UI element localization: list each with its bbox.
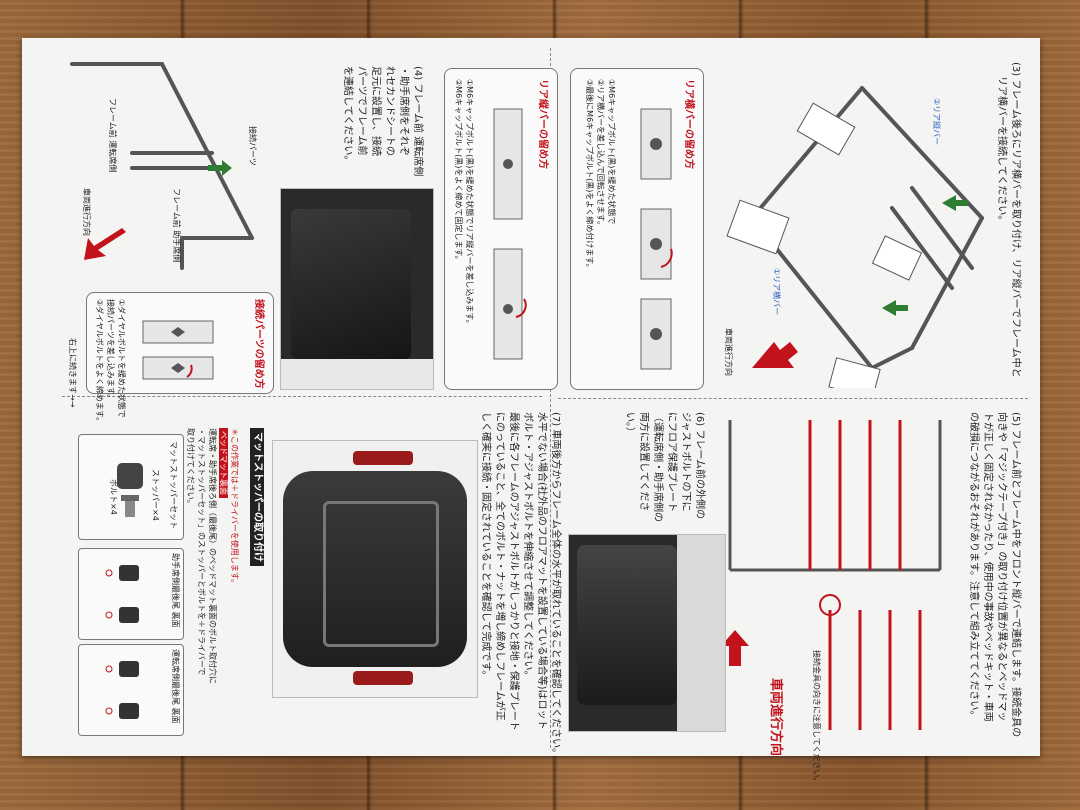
step4-line-4: 足元に設置し、接続 (370, 66, 381, 156)
row-divider-left (62, 396, 542, 397)
frame-front-passenger-label: フレーム前 助手席側 (172, 188, 181, 263)
driver-rear-back-diagram: 運転席側最後尾 裏面 (78, 644, 184, 736)
rear-horizontal-step-3: ③最後にM6キャップボルト(黒)をよく締め付けます。 (585, 79, 594, 272)
step5-line-3: トが正しく固定されなかったり、使用中の事故やベッドキット・車両 (982, 412, 993, 722)
stopper-count: ストッパー×4 (151, 469, 160, 521)
connector-step-3: ②ダイヤルボルトをよく締めます。 (95, 299, 104, 426)
step7-line-4: 最後に各フレームのアジャストボルトがしっかりと接地・保護プレート (508, 412, 519, 731)
mat-stopper-set-box: マットストッパーセット ストッパー×4 ボルト×4 (78, 434, 184, 540)
rear-horizontal-fix-box: リア横バーの留め方 ①M6キャップボルト(黒)を緩めた状態で ②リア横バーを差し… (570, 68, 704, 390)
rear-horizontal-fix-diagram (640, 108, 673, 370)
step5-text: (5) フレーム前とフレーム中をフロント縦バーで連結します。接続金具の 向きや「… (966, 412, 1022, 737)
mat-line-1: 運転席・助手席後ろ側（最後尾）のベッドマット裏面のボルト取付穴に (208, 428, 217, 684)
step7-line-1: (7) 車両後方からフレーム全体の水平が取れていることを確認してください。 (550, 412, 561, 759)
step6-line-2: ジャストボルトの下に (680, 412, 691, 512)
row-divider-right (558, 398, 1028, 399)
mat-stopper-title: マットストッパーの取り付け (250, 428, 264, 566)
step4-line-1: (4) フレーム前 運転席側 (412, 66, 423, 177)
connector-step-2: 接続パーツを差し込みます。 (106, 299, 115, 403)
step6-line-5: 両方に設置してくださ (638, 412, 649, 512)
mat-line-2: ・マットストッパーセット」のストッパーとボルトを＋ドライバーで (197, 428, 206, 676)
step5-line-4: の破損につながるおそれがあります。注意して組み立ててください。 (968, 412, 979, 721)
step6-line-1: (6) フレーム前の外側の (694, 412, 705, 520)
step7-line-3: ボルト・アジャストボルトを伸縮させて調整してください。 (522, 412, 533, 681)
rear-vertical-fix-diagram (493, 108, 527, 360)
rear-horizontal-step-2: ②リア横バーを差し込んで回転させます。 (596, 79, 605, 229)
rear-horizontal-step-1: ①M6キャップボルト(黒)を緩めた状態で (607, 79, 616, 225)
mat-note: ＊この作業では＋ドライバーを使用します。 (230, 428, 239, 588)
step6-line-3: にフロア保護プレート (666, 412, 677, 512)
step3-frame-diagram (726, 86, 984, 388)
step6-text: (6) フレーム前の外側の ジャストボルトの下に にフロア保護プレート （運転席… (622, 412, 706, 522)
step4-line-3: れセカンドシートの (384, 66, 395, 156)
floor-protection-plate-photo (568, 534, 726, 732)
passenger-rear-back-diagram: 助手席側最後尾 裏面 (78, 548, 184, 640)
driver-rear-back-label: 運転席側最後尾 裏面 (171, 649, 180, 724)
step6-line-6: い。） (624, 412, 635, 437)
car-interior-photo-front (280, 188, 434, 390)
rear-horizontal-fix-steps: ①M6キャップボルト(黒)を緩めた状態で ②リア横バーを差し込んで回転させます。… (584, 79, 617, 272)
frame-front-driver-label: フレーム前 運転席側 (108, 98, 117, 173)
mat-tag: ベッドマット裏面 (219, 428, 228, 498)
step4-direction-label: 車両進行方向 (82, 188, 91, 236)
mat-line-3: 取り付けてください。 (186, 428, 195, 508)
continue-label: 右上に続きます→→ (68, 338, 77, 408)
step5-line-1: (5) フレーム前とフレーム中をフロント縦バーで連結します。接続金具の (1010, 412, 1021, 738)
step4-frame-diagram (70, 62, 254, 270)
connector-fix-box: 接続パーツの留め方 ①ダイヤルボルトを緩めた状態で 接続パーツを差し込みます。 … (86, 292, 274, 425)
step3-title: (3) フレーム後ろにリア横バーを取り付け、リア縦バーでフレーム中と (1010, 62, 1021, 378)
step7-line-6: しく確実に接続・固定されていることを確認して完成です。 (480, 412, 491, 681)
mat-stopper-set-title: マットストッパーセット (169, 441, 178, 529)
instruction-sheet: (3) フレーム後ろにリア横バーを取り付け、リア縦バーでフレーム中と リア横バー… (22, 38, 1040, 786)
step6-line-4: （運転席側・助手席側の (652, 412, 663, 522)
step4-line-2: ・助手席側をそれぞ (398, 66, 409, 156)
car-rear-bed-frame-photo (272, 440, 478, 698)
connector-fix-steps: ①ダイヤルボルトを緩めた状態で 接続パーツを差し込みます。 ②ダイヤルボルトをよ… (94, 299, 127, 425)
column-divider (550, 48, 551, 748)
step5-warning: 接続金具の向きに注意してください。 (812, 650, 821, 786)
rear-vertical-fix-steps: ①M6キャップボルト(黒)を緩めた状態でリア縦バーを差し込みます。 ②M6キャッ… (453, 79, 475, 328)
step4-text: (4) フレーム前 運転席側 ・助手席側をそれぞ れセカンドシートの 足元に設置… (340, 66, 424, 176)
connector-fix-diagram (142, 320, 214, 380)
step3-label-rear-horizontal: ①リア横バー (772, 268, 781, 316)
step4-line-5: パーツでフレーム前 (356, 66, 367, 156)
step5-line-2: 向きや「マジックテープ付き」の取り付け位置が異なるとベッドマッ (996, 412, 1007, 722)
connector-part-label: 接続パーツ (248, 126, 257, 166)
rear-vertical-step-2: ②M6キャップボルト(黒)をよく締めて固定します。 (454, 79, 463, 264)
rear-vertical-fix-box: リア縦バーの留め方 ①M6キャップボルト(黒)を緩めた状態でリア縦バーを差し込み… (444, 68, 558, 390)
rear-vertical-step-1: ①M6キャップボルト(黒)を緩めた状態でリア縦バーを差し込みます。 (465, 79, 474, 328)
connector-step-1: ①ダイヤルボルトを緩めた状態で (117, 299, 126, 418)
passenger-rear-back-label: 助手席側最後尾 裏面 (171, 553, 180, 628)
connector-fix-title: 接続パーツの留め方 (253, 299, 264, 389)
stopper-and-bolt-icon (117, 463, 143, 517)
step5-direction-label: 車両進行方向 (768, 678, 783, 757)
step3-label-rear-vertical: ②リア縦バー (932, 98, 941, 146)
direction-arrow (752, 342, 798, 368)
step5-frame-diagram (721, 420, 942, 730)
step3-direction-label: 車両進行方向 (724, 328, 733, 376)
step7-line-5: にのっていること、全てのボルト・ナットを増し締めしフレームが正 (494, 412, 505, 721)
mat-stopper-text: ＊この作業では＋ドライバーを使用します。 ベッドマット裏面 運転席・助手席後ろ側… (185, 428, 240, 684)
step4-line-6: を連結してください。 (342, 66, 353, 166)
bolt-count: ボルト×4 (109, 479, 118, 515)
step7-text: (7) 車両後方からフレーム全体の水平が取れていることを確認してください。 水平… (478, 412, 562, 758)
step7-line-2: 水平でない場合(社外品のフロアマットを設置している場合等)はロット (536, 412, 547, 730)
step4-direction-arrow (84, 228, 126, 260)
